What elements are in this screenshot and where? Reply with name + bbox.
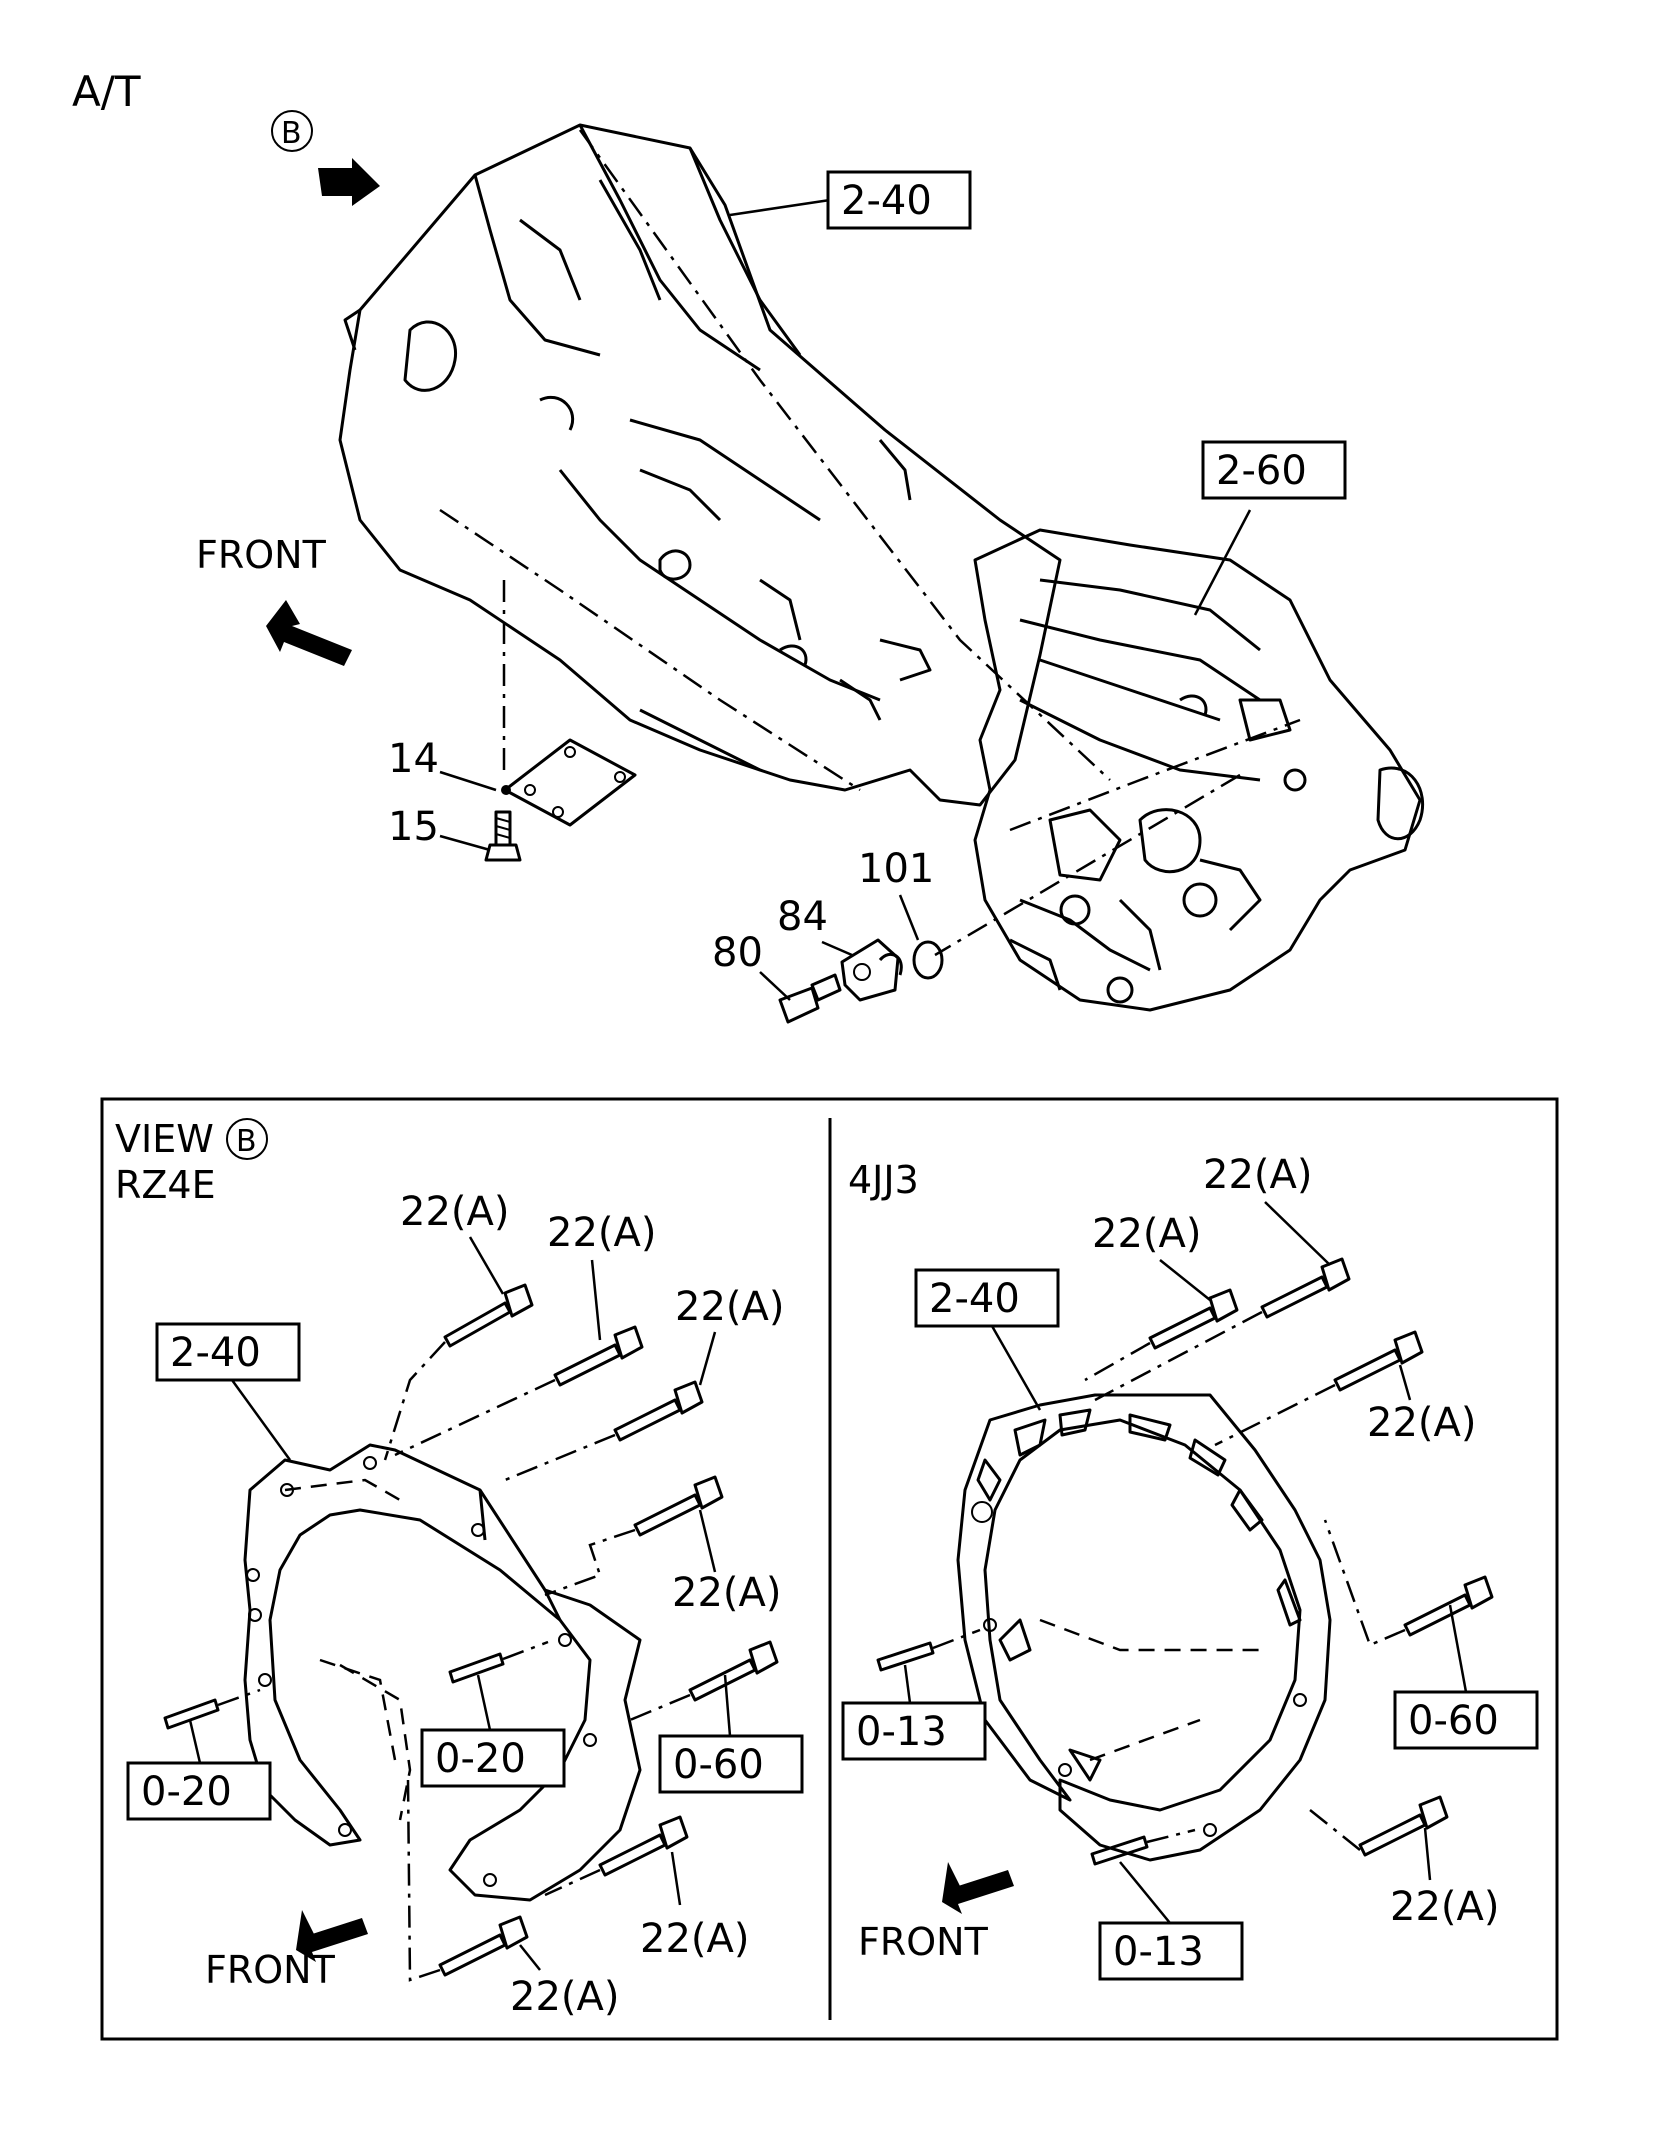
left-bolts xyxy=(163,1283,779,1982)
item-14-label: 14 xyxy=(388,736,439,782)
right-bolt-label-3: 22(A) xyxy=(1367,1400,1476,1446)
right-bolt-ref-label: 0-60 xyxy=(1393,1604,1539,1750)
left-bell-housing xyxy=(243,1443,642,1902)
left-bolt-label-4: 22(A) xyxy=(672,1570,781,1616)
right-pin-ref-lower-label: 0-13 xyxy=(1098,1861,1244,1981)
page-title: A/T xyxy=(72,67,141,116)
left-bolt-label-6: 22(A) xyxy=(510,1974,619,2020)
view-ref-marker: B xyxy=(271,110,380,206)
small-parts-group xyxy=(778,773,1241,1024)
right-pin-ref-lower-text: 0-13 xyxy=(1113,1929,1204,1975)
left-pin-ref-outer-label: 0-20 xyxy=(126,1719,272,1821)
inspection-cover xyxy=(501,580,637,827)
transmission-ref-label: 2-40 xyxy=(826,170,972,230)
left-case-ref-label: 2-40 xyxy=(155,1322,301,1461)
right-bolt-label-1: 22(A) xyxy=(1203,1152,1312,1198)
right-model-label: 4JJ3 xyxy=(848,1158,919,1202)
left-model-label: RZ4E xyxy=(115,1163,216,1207)
transfer-ref-text: 2-60 xyxy=(1216,448,1307,494)
front-label-right: FRONT xyxy=(858,1920,989,1964)
item-15-label: 15 xyxy=(388,804,439,850)
right-bolt-ref-text: 0-60 xyxy=(1408,1698,1499,1744)
right-pin-ref-upper-label: 0-13 xyxy=(841,1664,987,1761)
view-b-circle xyxy=(226,1118,268,1160)
front-arrow-left xyxy=(296,1910,368,1962)
left-pin-ref-outer-text: 0-20 xyxy=(141,1769,232,1815)
view-b-word: VIEW xyxy=(115,1117,214,1161)
transfer-case xyxy=(973,509,1425,1012)
transfer-ref-label: 2-60 xyxy=(1201,440,1347,500)
view-ref-symbol: B xyxy=(281,116,302,151)
right-bolt-label-4: 22(A) xyxy=(1390,1884,1499,1930)
right-bolt-label-2: 22(A) xyxy=(1092,1211,1201,1257)
front-label-top: FRONT xyxy=(196,533,327,577)
left-pin-ref-inner-label: 0-20 xyxy=(420,1674,566,1788)
right-bell-housing xyxy=(956,1393,1332,1862)
view-b-symbol: B xyxy=(236,1124,257,1159)
left-bolt-label-2: 22(A) xyxy=(547,1210,656,1256)
left-bolt-ref-text: 0-60 xyxy=(673,1742,764,1788)
right-pin-ref-upper-text: 0-13 xyxy=(856,1709,947,1755)
right-case-ref-text: 2-40 xyxy=(929,1276,1020,1322)
item-84-label: 84 xyxy=(777,894,828,940)
front-arrow-right xyxy=(942,1862,1014,1914)
left-bolt-ref-label: 0-60 xyxy=(658,1674,804,1794)
front-arrow-top xyxy=(266,600,352,666)
left-bolt-label-1: 22(A) xyxy=(400,1189,509,1235)
front-label-left: FRONT xyxy=(205,1948,336,1992)
pan-bolt xyxy=(484,810,522,862)
left-pin-ref-inner-text: 0-20 xyxy=(435,1736,526,1782)
right-case-ref-label: 2-40 xyxy=(914,1268,1060,1411)
item-80-label: 80 xyxy=(712,930,763,976)
transmission-ref-text: 2-40 xyxy=(841,178,932,224)
left-case-ref-text: 2-40 xyxy=(170,1330,261,1376)
left-bolt-label-3: 22(A) xyxy=(675,1284,784,1330)
view-b-frame xyxy=(100,1097,1559,2041)
right-bolts xyxy=(876,1257,1494,1866)
transmission-case xyxy=(338,123,1111,807)
item-101-label: 101 xyxy=(858,846,934,892)
view-direction-arrow xyxy=(318,158,380,206)
left-bolt-label-5: 22(A) xyxy=(640,1916,749,1962)
